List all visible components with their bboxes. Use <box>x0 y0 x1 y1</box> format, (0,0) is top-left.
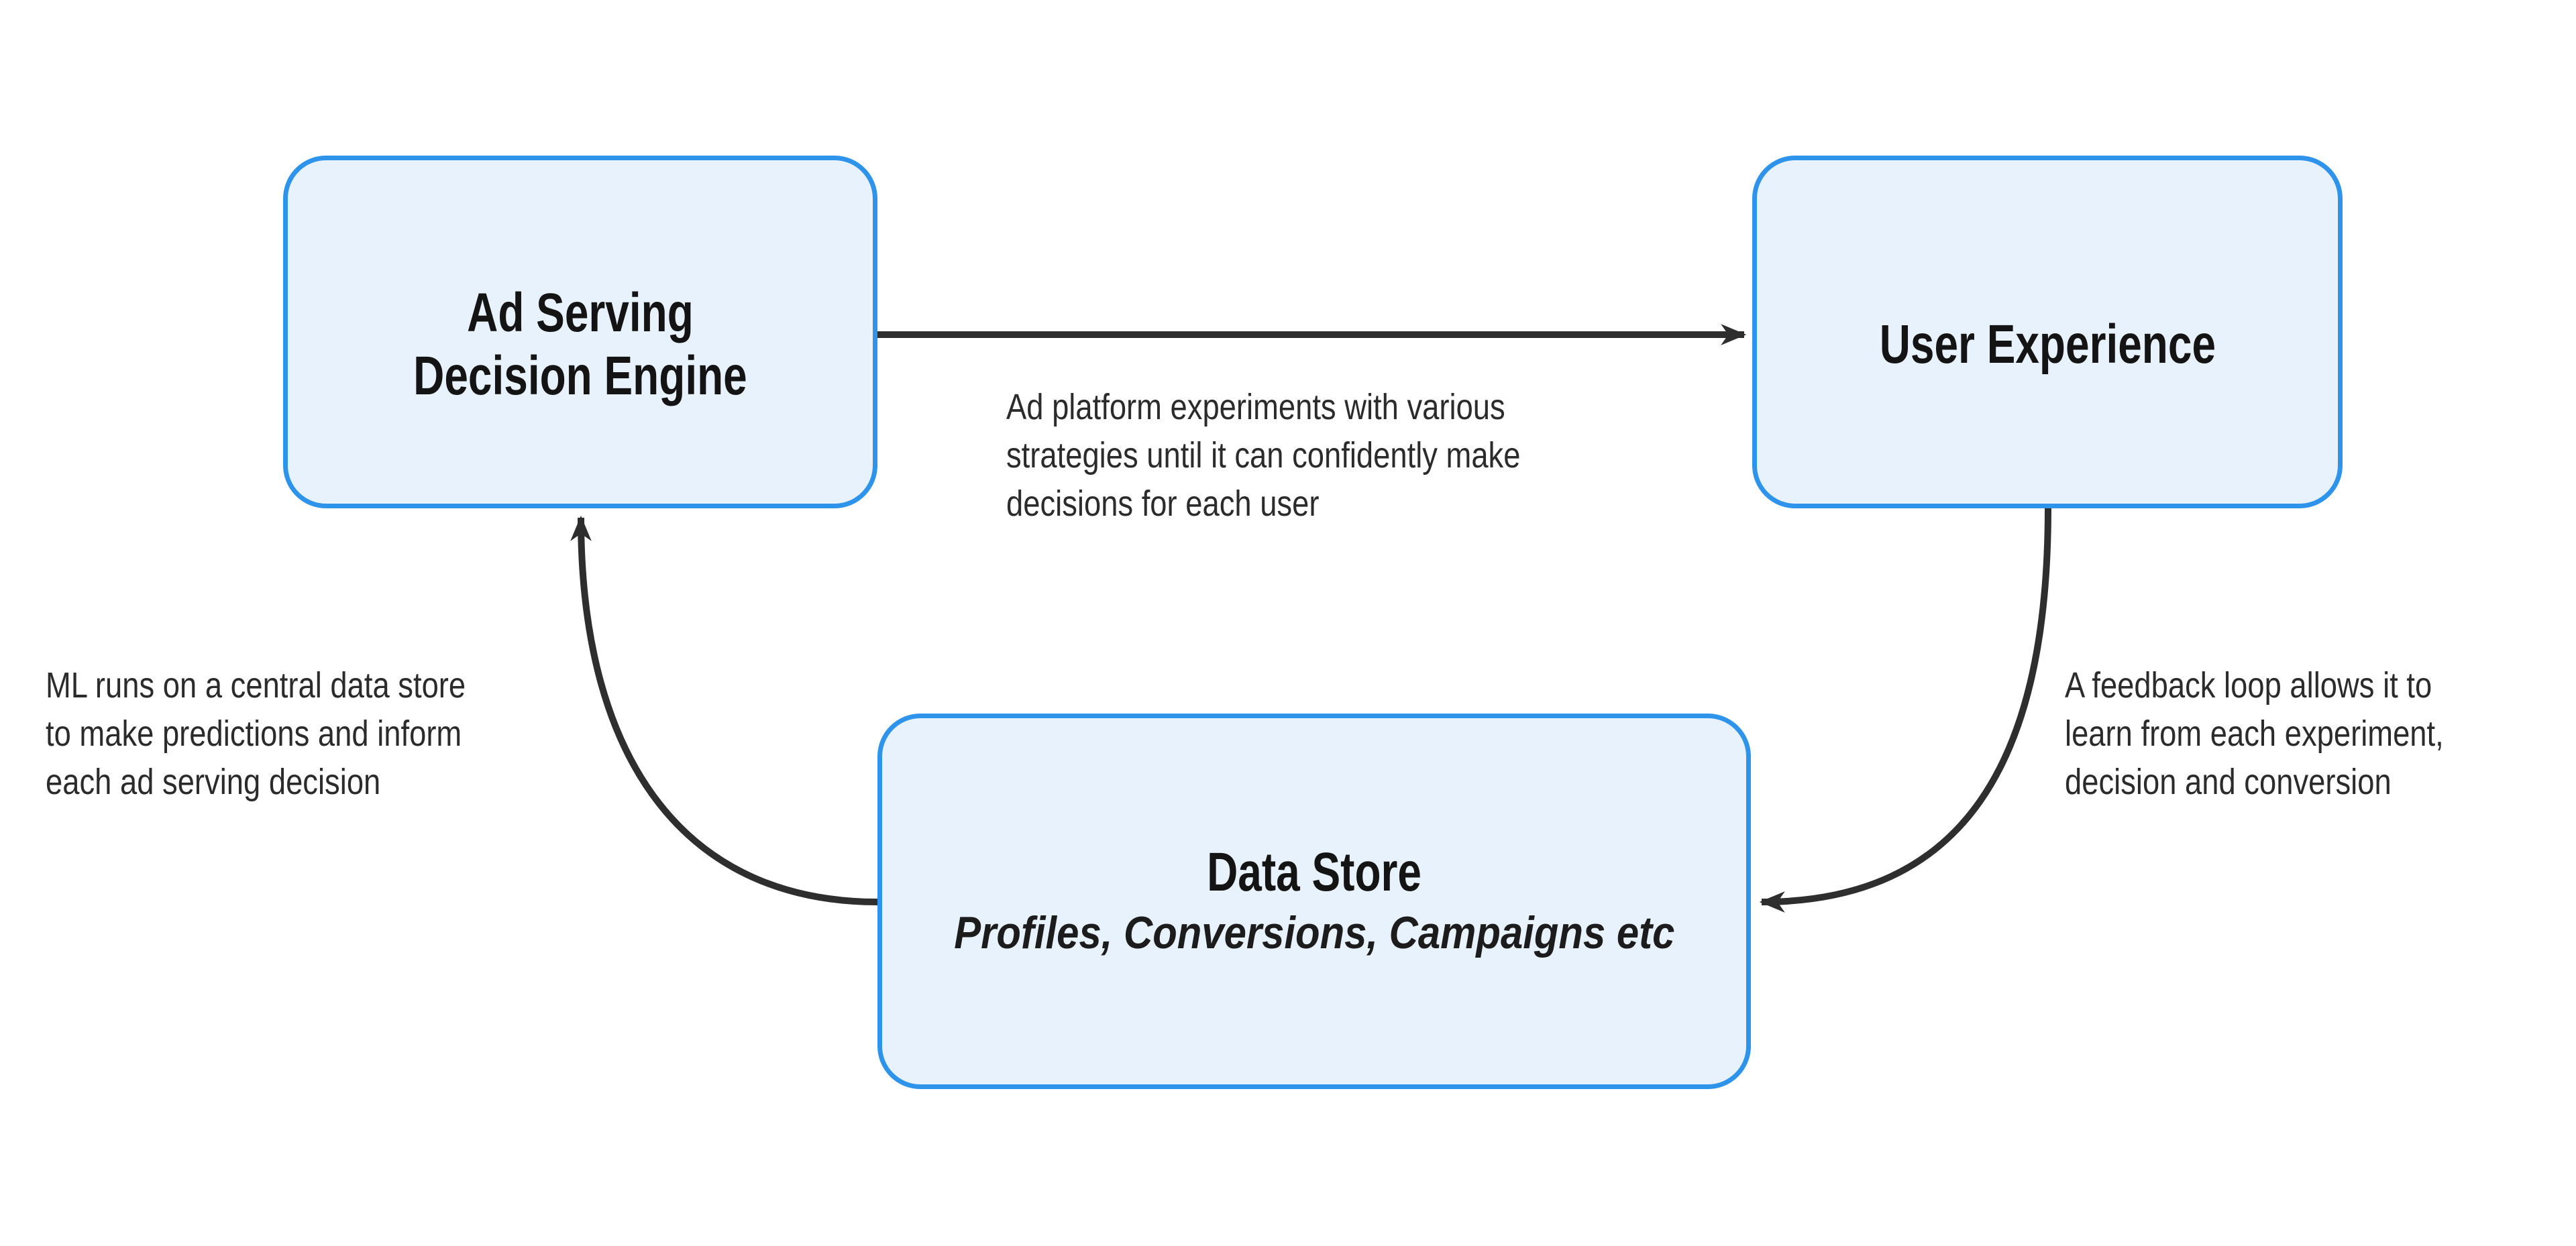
data-store-box-subtitle: Profiles, Conversions, Campaigns etc <box>953 907 1675 958</box>
data-store-box-title: Data Store <box>1207 841 1421 904</box>
annotation-experiments: Ad platform experiments with various str… <box>1006 383 1520 528</box>
annotation-experiments-line1: Ad platform experiments with various <box>1006 387 1505 427</box>
user-experience-title: User Experience <box>1879 314 2216 375</box>
annotation-feedback-loop-line3: decision and conversion <box>2065 762 2392 802</box>
annotation-feedback-loop: A feedback loop allows it to learn from … <box>2065 661 2444 806</box>
annotation-ml-predictions-line3: each ad serving decision <box>46 762 381 802</box>
annotation-feedback-loop-line1: A feedback loop allows it to <box>2065 665 2432 705</box>
user-experience-box: User Experience <box>1752 156 2343 508</box>
annotation-experiments-line3: decisions for each user <box>1006 484 1320 524</box>
ad-serving-decision-engine-box: Ad Serving Decision Engine <box>283 156 877 508</box>
annotation-ml-predictions-line1: ML runs on a central data store <box>46 665 466 705</box>
annotation-feedback-loop-line2: learn from each experiment, <box>2065 714 2444 754</box>
flow-arrow-ux-to-datastore <box>1759 508 2051 913</box>
flow-arrow-datastore-to-serving <box>570 515 878 905</box>
annotation-experiments-line2: strategies until it can confidently make <box>1006 435 1521 475</box>
user-experience-box-title: User Experience <box>1879 313 2215 376</box>
annotation-ml-predictions: ML runs on a central data store to make … <box>46 661 466 806</box>
ad-serving-title-line2: Decision Engine <box>413 345 747 406</box>
ad-serving-title-line1: Ad Serving <box>467 282 694 343</box>
data-store-title: Data Store <box>1207 842 1421 903</box>
annotation-ml-predictions-line2: to make predictions and inform <box>46 714 462 754</box>
data-store-box: Data Store Profiles, Conversions, Campai… <box>877 714 1751 1089</box>
ad-serving-box-title: Ad Serving Decision Engine <box>413 282 747 408</box>
